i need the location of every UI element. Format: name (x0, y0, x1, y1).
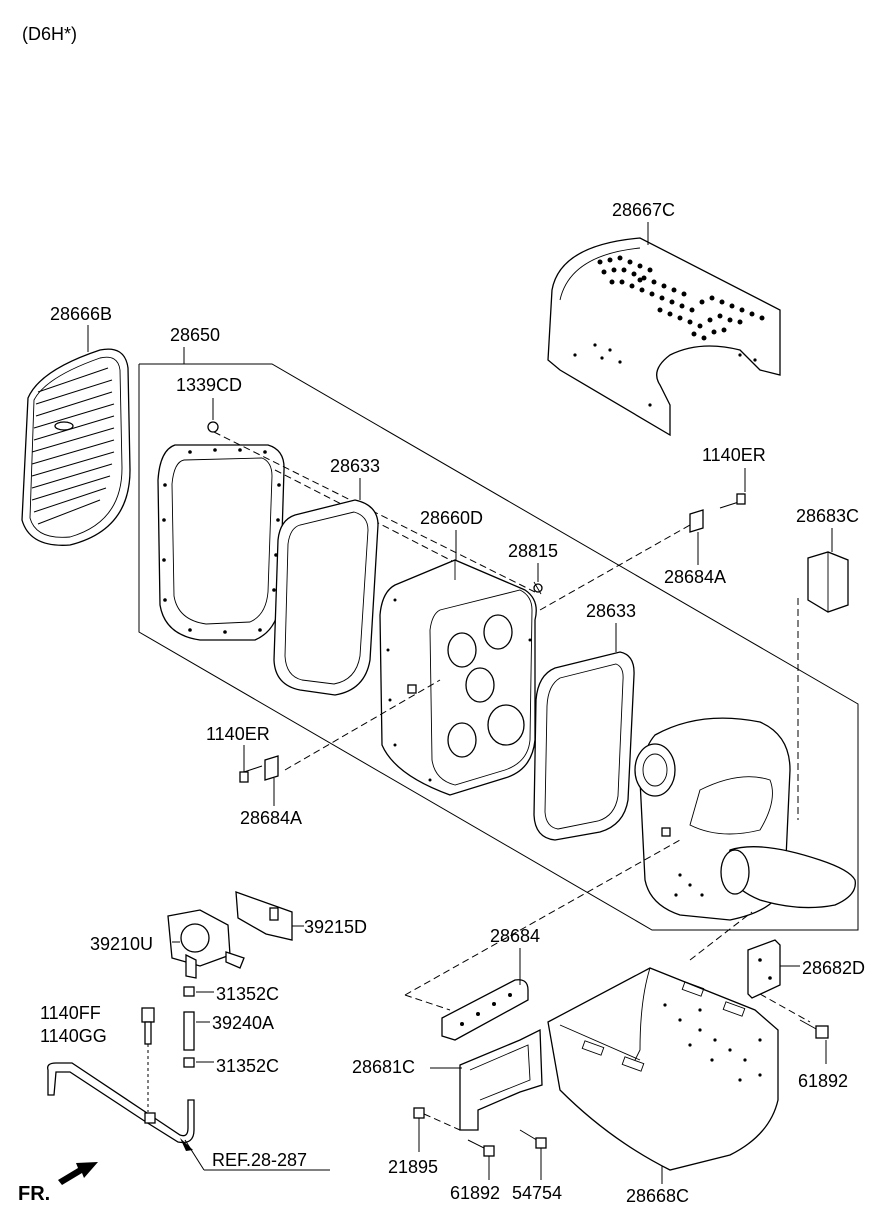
label-28667C: 28667C (612, 200, 675, 220)
screw-28815 (533, 581, 543, 595)
label-1140ER-lower: 1140ER (206, 724, 270, 744)
label-61892-upper: 61892 (798, 1071, 848, 1091)
label-28650: 28650 (170, 325, 220, 345)
clamp-lower (183, 1057, 195, 1068)
label-1140FF: 1140FF (40, 1003, 101, 1023)
label-61892-lower: 61892 (450, 1183, 500, 1203)
bracket-28682D (747, 939, 781, 999)
nut-1339CD (207, 421, 219, 433)
nut-21895 (413, 1107, 425, 1119)
label-28660D: 28660D (420, 508, 483, 528)
centerline-28682D (689, 911, 753, 961)
label-ref: REF.28-287 (212, 1150, 307, 1170)
bracket-28684A-lower (264, 755, 279, 781)
label-28681C: 28681C (352, 1057, 415, 1077)
heat-shield-side (21, 348, 131, 546)
centerline-28684A-upper (539, 524, 691, 611)
label-28668C: 28668C (626, 1186, 689, 1206)
label-54754: 54754 (512, 1183, 562, 1203)
centerline-28684 (404, 839, 681, 996)
centerline-28684-left (404, 994, 451, 1011)
sensor-39210U (167, 909, 245, 979)
bolt-61892-upper (799, 1019, 829, 1039)
label-1140ER-upper: 1140ER (702, 445, 766, 465)
bolt-1140ER-upper (719, 493, 746, 509)
label-39215D: 39215D (304, 917, 367, 937)
pipe-line (47, 1062, 195, 1144)
bolt-54754 (519, 1129, 547, 1149)
label-1339CD: 1339CD (176, 375, 242, 395)
label-28815: 28815 (508, 541, 558, 561)
label-31352C-upper: 31352C (216, 984, 279, 1004)
label-31352C-lower: 31352C (216, 1056, 279, 1076)
bolt-1140FF-GG (141, 1007, 155, 1045)
muffler (634, 717, 856, 921)
label-28682D: 28682D (802, 958, 865, 978)
centerline-28684A-lower (284, 679, 441, 771)
label-28684A-upper: 28684A (664, 567, 726, 587)
hose-assembly (183, 986, 195, 1068)
gasket-first (273, 499, 379, 696)
bracket-28684A-upper (689, 509, 704, 533)
bracket-28681C (459, 1028, 543, 1131)
label-28633-first: 28633 (330, 456, 380, 476)
label-39240A: 39240A (212, 1013, 274, 1033)
leader-ref (184, 1139, 205, 1171)
bracket-39215D (235, 891, 293, 941)
bolt-1140ER-lower (239, 765, 263, 783)
label-28684: 28684 (490, 926, 540, 946)
clamp-upper (183, 986, 195, 997)
label-39210U: 39210U (90, 934, 153, 954)
bracket-28684 (441, 979, 529, 1041)
engine-code: (D6H*) (22, 24, 77, 44)
label-28683C: 28683C (796, 506, 859, 526)
label-21895: 21895 (388, 1157, 438, 1177)
bolt-61892-lower (467, 1139, 495, 1157)
flange-bolt-holes (162, 448, 281, 634)
heat-shield-top (547, 237, 781, 437)
catalyst-body (379, 559, 537, 796)
heat-shield-lower (547, 967, 779, 1171)
fr-arrow-icon (58, 1162, 98, 1185)
bracket-28683C (807, 551, 849, 613)
gasket-second (533, 651, 635, 841)
label-1140GG: 1140GG (40, 1026, 107, 1046)
ref-arrow-icon (180, 1138, 193, 1151)
label-28666B: 28666B (50, 304, 112, 324)
direction-label: FR. (18, 1183, 50, 1205)
perforation-pattern (597, 255, 765, 341)
centerline-61892-upper (759, 993, 811, 1023)
flange-frame-left (157, 421, 285, 641)
assembly-outline (138, 363, 859, 931)
hose-39240A (183, 1011, 195, 1051)
label-28633-second: 28633 (586, 601, 636, 621)
centerline-21895 (423, 1113, 461, 1131)
label-28684A-lower: 28684A (240, 808, 302, 828)
